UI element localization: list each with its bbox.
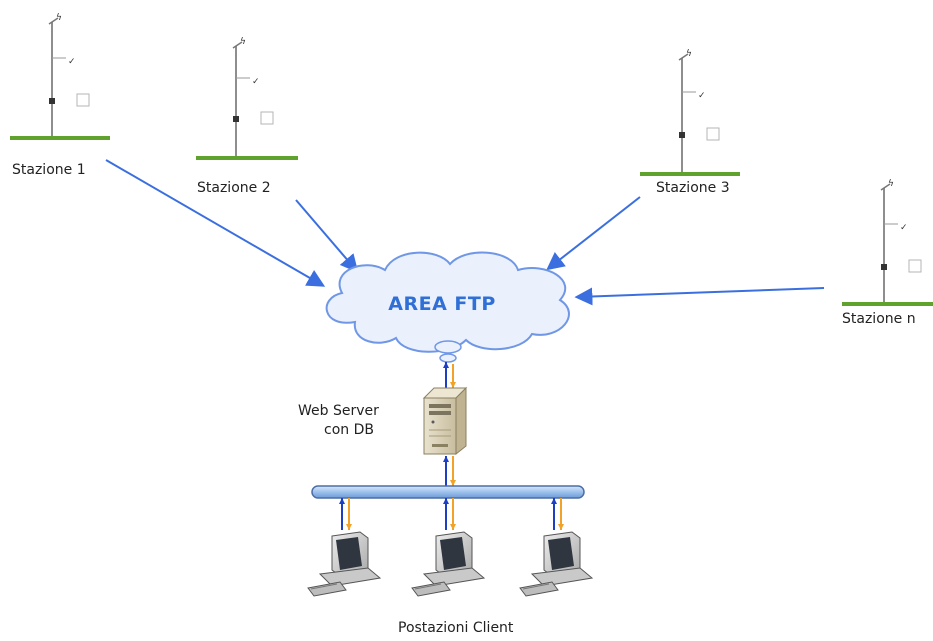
cloud-puff-2 (439, 353, 457, 363)
cloud-server-link (443, 362, 456, 388)
station-1-label: Stazione 1 (12, 162, 86, 178)
station-n-label: Stazione n (842, 311, 916, 327)
cloud-icon (325, 251, 570, 353)
station-arrows (105, 159, 825, 306)
client-link-2 (443, 498, 456, 530)
svg-text:ϟ: ϟ (888, 179, 894, 189)
svg-text:ϟ: ϟ (56, 13, 62, 23)
client-pc-2 (411, 531, 486, 597)
station-2: ϟ ✓ (196, 37, 298, 160)
weather-station-icon: ϟ ✓ (48, 13, 90, 138)
clients-label: Postazioni Client (398, 620, 514, 636)
svg-text:✓: ✓ (68, 57, 76, 67)
svg-text:✓: ✓ (900, 223, 908, 233)
arrow-station-n (574, 287, 825, 306)
weather-station-icon: ϟ ✓ (678, 49, 720, 174)
station-3-label: Stazione 3 (656, 180, 730, 196)
weather-station-icon: ϟ ✓ (880, 179, 922, 304)
arrow-station-3 (546, 196, 641, 271)
ftp-area-label: AREA FTP (388, 293, 496, 315)
arrow-station-2 (295, 199, 359, 273)
cloud-puff-1 (434, 340, 462, 354)
server-label-line1: Web Server (298, 403, 379, 419)
svg-text:✓: ✓ (698, 91, 706, 101)
desktop-computer-icon (519, 531, 594, 597)
ftp-cloud: AREA FTP (325, 251, 570, 363)
network-bus (311, 485, 585, 499)
server-bus-link (443, 456, 456, 486)
server-tower-icon (422, 386, 468, 456)
arrow-station-1 (105, 159, 326, 287)
station-3: ϟ ✓ (640, 49, 740, 176)
station-2-label: Stazione 2 (197, 180, 271, 196)
station-1: ϟ ✓ (10, 13, 110, 140)
svg-text:ϟ: ϟ (240, 37, 246, 47)
client-links (339, 498, 564, 530)
client-link-3 (551, 498, 564, 530)
client-pc-1 (307, 531, 382, 597)
desktop-computer-icon (307, 531, 382, 597)
desktop-computer-icon (411, 531, 486, 597)
svg-text:✓: ✓ (252, 77, 260, 87)
svg-text:ϟ: ϟ (686, 49, 692, 59)
client-link-1 (339, 498, 352, 530)
station-n: ϟ ✓ (842, 179, 933, 306)
client-pc-3 (519, 531, 594, 597)
weather-station-icon: ϟ ✓ (232, 37, 274, 158)
server-label-line2: con DB (324, 422, 374, 438)
